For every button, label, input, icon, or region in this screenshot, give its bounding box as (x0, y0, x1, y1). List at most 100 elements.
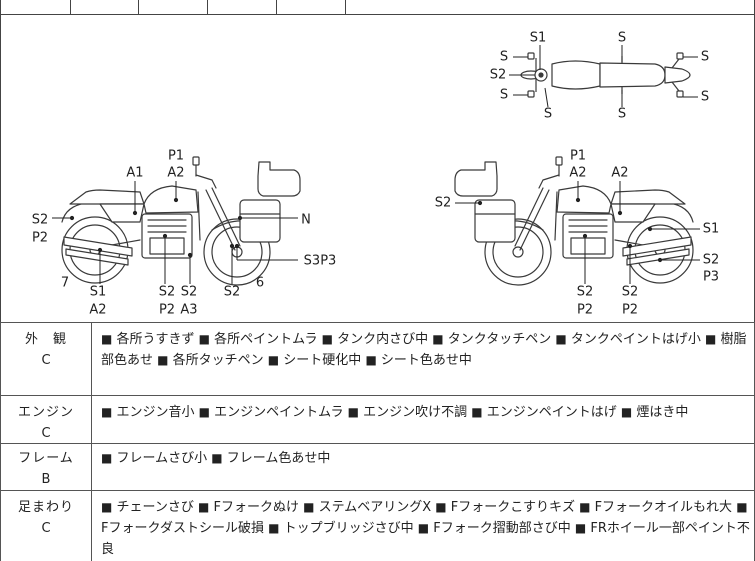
bullet-square-icon: ■ (620, 405, 633, 419)
bullet-square-icon: ■ (197, 500, 210, 514)
top-view-label: S (700, 89, 710, 105)
table-row: エンジン C ■ エンジン音小 ■ エンジンペイントムラ ■ エンジン吹け不調 … (1, 395, 754, 443)
defect-item-text: Fフォークダストシール破損 (101, 521, 264, 536)
defect-item-text: 樹脂部色あせ (101, 332, 747, 368)
defect-item: ■ 各所タッチペン (157, 353, 264, 368)
bullet-square-icon: ■ (435, 500, 447, 514)
defect-item-text: Fフォークぬけ (213, 500, 299, 515)
defect-item-text: タンク内さび中 (337, 332, 429, 347)
left-view-label: S3P3 (303, 253, 337, 269)
defect-item-text: シート色あせ中 (380, 353, 472, 368)
section-grade: B (41, 472, 51, 487)
defect-item: ■ シート硬化中 (268, 353, 362, 368)
defect-item: ■ フレーム色あせ中 (211, 451, 330, 466)
bullet-square-icon: ■ (574, 521, 587, 535)
left-view-label: P2 (31, 230, 49, 246)
defect-item-text: Fフォークこすりキズ (450, 500, 575, 515)
left-view-label: S2 (158, 284, 176, 300)
defect-item: ■ Fフォークぬけ (198, 500, 299, 515)
right-view-label: P2 (621, 302, 639, 318)
right-view-label: P3 (702, 269, 720, 285)
defect-item: ■ 各所ペイントムラ (199, 332, 318, 347)
defect-item-text: 各所ペイントムラ (214, 332, 318, 347)
left-view-label: S2 (31, 212, 49, 228)
section-items: ■ フレームさび小 ■ フレーム色あせ中 (92, 444, 754, 490)
defect-item-text: Fフォーク摺動部さび中 (433, 521, 571, 536)
section-name: フレーム (18, 451, 74, 466)
right-view-label: S2 (621, 284, 639, 300)
defect-item: ■ ステムベアリングX (303, 500, 431, 515)
left-view-label: P1 (167, 148, 185, 164)
right-view-label: A2 (569, 165, 587, 181)
defect-item-text: シート硬化中 (283, 353, 362, 368)
defect-item-text: トップブリッジさび中 (283, 521, 414, 536)
bullet-square-icon: ■ (705, 332, 717, 346)
right-view-label: S1 (702, 221, 720, 237)
bullet-square-icon: ■ (101, 332, 113, 346)
left-view-label: 7 (60, 275, 70, 291)
top-view-label: S (499, 49, 509, 65)
bullet-square-icon: ■ (321, 332, 333, 346)
defect-item: ■ FRホイール一部ペイント不良 (101, 521, 750, 557)
top-view-motorcycle (520, 52, 691, 98)
defect-item: ■ タンク内さび中 (322, 332, 429, 347)
bullet-square-icon: ■ (471, 405, 483, 419)
defect-item-text: FRホイール一部ペイント不良 (101, 521, 750, 557)
top-view-label: S1 (529, 30, 547, 46)
defect-item-text: 各所うすきず (116, 332, 195, 347)
top-view-label: S (617, 30, 627, 46)
defect-item: ■ フレームさび小 (101, 451, 207, 466)
bullet-square-icon: ■ (303, 500, 315, 514)
defect-item: ■ タンクタッチペン (432, 332, 551, 347)
bullet-square-icon: ■ (555, 332, 567, 346)
defect-item-text: ステムベアリングX (318, 500, 432, 515)
defect-item: ■ チェーンさび (101, 500, 194, 515)
top-view-label: S (700, 49, 710, 65)
section-label: フレーム B (1, 444, 92, 490)
section-items: ■ エンジン音小 ■ エンジンペイントムラ ■ エンジン吹け不調 ■ エンジンペ… (92, 396, 754, 443)
defect-item-text: エンジンペイントムラ (214, 405, 344, 420)
section-label: エンジン C (1, 396, 92, 443)
defect-item: ■ 各所うすきず (101, 332, 195, 347)
section-label: 外 観 C (1, 323, 92, 395)
section-name: エンジン (17, 405, 74, 420)
defect-item-text: 煙はき中 (636, 405, 689, 420)
right-view-label: S2 (702, 252, 720, 268)
right-view-label: S2 (434, 195, 452, 211)
top-view-label: S (543, 106, 553, 122)
bullet-square-icon: ■ (101, 500, 113, 514)
bullet-square-icon: ■ (365, 353, 377, 367)
bullet-square-icon: ■ (198, 332, 210, 346)
bullet-square-icon: ■ (101, 405, 113, 419)
table-row: 外 観 C ■ 各所うすきず ■ 各所ペイントムラ ■ タンク内さび中 ■ タン… (1, 322, 754, 395)
defect-item: ■ 煙はき中 (621, 405, 689, 420)
defect-item: ■ トップブリッジさび中 (268, 521, 414, 536)
section-label: 足まわり C (1, 491, 92, 561)
bullet-square-icon: ■ (268, 521, 280, 535)
section-grade: C (41, 353, 51, 368)
defect-item: ■ Fフォークダストシール破損 (101, 500, 748, 536)
section-items: ■ チェーンさび ■ Fフォークぬけ ■ ステムベアリングX ■ Fフォークこす… (92, 491, 754, 561)
section-name: 外 観 (24, 332, 67, 347)
section-grade: C (41, 426, 51, 441)
left-view-label: A1 (126, 165, 144, 181)
table-row: 足まわり C ■ チェーンさび ■ Fフォークぬけ ■ ステムベアリングX ■ … (1, 490, 754, 561)
defect-item: ■ エンジンペイントはげ (471, 405, 617, 420)
section-name: 足まわり (17, 500, 74, 515)
defect-item: ■ 樹脂部色あせ (101, 332, 747, 368)
defect-item-text: Fフォークオイルもれ大 (594, 500, 733, 515)
top-view-label: S2 (489, 67, 507, 83)
header-row-lines (0, 0, 755, 322)
defect-item-text: タンクタッチペン (447, 332, 552, 347)
defect-item-text: エンジン吹け不調 (363, 405, 468, 420)
right-view-label: P1 (569, 148, 587, 164)
defect-item-text: 各所タッチペン (172, 353, 264, 368)
left-view-label: P2 (158, 302, 176, 318)
bullet-square-icon: ■ (211, 451, 223, 465)
section-items: ■ 各所うすきず ■ 各所ペイントムラ ■ タンク内さび中 ■ タンクタッチペン… (92, 323, 754, 395)
defect-item: ■ タンクペイントはげ小 (555, 332, 701, 347)
defect-item: ■ エンジンペイントムラ (199, 405, 344, 420)
leader-lines (52, 45, 700, 284)
bullet-square-icon: ■ (417, 521, 430, 535)
left-view-label: S1 (89, 284, 107, 300)
